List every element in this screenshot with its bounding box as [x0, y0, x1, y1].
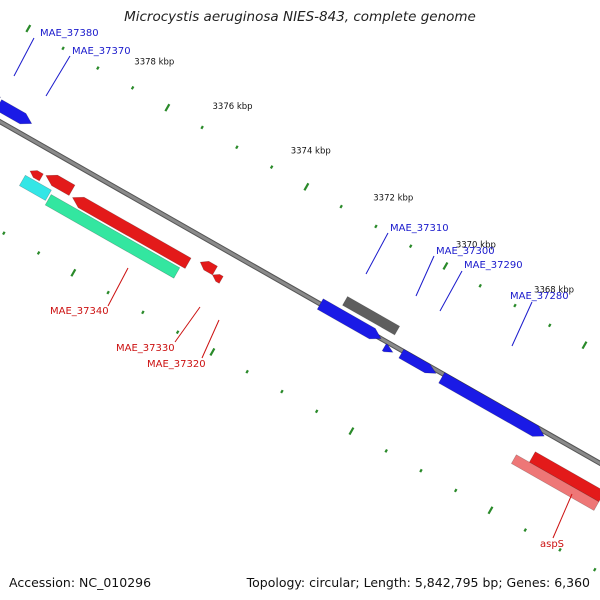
tick-label: 3370 kbp	[456, 241, 496, 251]
upper-tick-row-minor-tick	[269, 165, 274, 169]
lower-tick-row-minor-tick	[280, 389, 284, 394]
lower-tick-row-minor-tick	[593, 567, 597, 572]
gene-red-arrow	[29, 170, 44, 182]
gene-label: aspS	[540, 539, 564, 550]
gene-label-leader	[13, 37, 35, 77]
gene-red-arrow	[45, 174, 76, 196]
gene-label: MAE_37310	[390, 223, 449, 234]
map-title: Microcystis aeruginosa NIES-843, complet…	[124, 9, 476, 25]
upper-tick-row-minor-tick	[513, 303, 517, 308]
lower-tick-row-major-tick	[70, 268, 77, 277]
gene-gray-feature	[342, 296, 401, 336]
tick-label: 3368 kbp	[534, 285, 574, 295]
gene-label-leader	[201, 319, 220, 359]
gene-blue-arrow	[0, 99, 33, 125]
lower-tick-row-minor-tick	[314, 409, 319, 414]
tick-label: 3378 kbp	[134, 58, 174, 68]
upper-tick-row-major-tick	[25, 24, 32, 33]
genome-summary-text: Topology: circular; Length: 5,842,795 bp…	[246, 575, 590, 590]
upper-tick-row-major-tick	[581, 341, 588, 350]
gene-label-leader	[552, 493, 573, 539]
lower-tick-row-minor-tick	[141, 310, 145, 315]
gene-label-leader	[107, 267, 129, 307]
gene-label: MAE_37380	[40, 28, 99, 39]
upper-tick-row-minor-tick	[235, 145, 239, 150]
gene-label: MAE_37280	[510, 291, 569, 302]
gene-label: MAE_37370	[72, 46, 131, 57]
gene-label: MAE_37300	[436, 246, 495, 257]
upper-tick-row-major-tick	[442, 261, 449, 271]
gene-red-arrow	[71, 196, 192, 269]
lower-tick-row-minor-tick	[175, 330, 180, 335]
lower-tick-row-minor-tick	[558, 547, 562, 552]
backbone-outline	[0, 118, 600, 467]
gene-red-arrow	[199, 260, 218, 276]
gene-red-arrow	[212, 274, 224, 284]
upper-tick-row-minor-tick	[478, 283, 482, 288]
gene-label: MAE_37320	[147, 359, 206, 370]
tick-label: 3372 kbp	[373, 194, 413, 204]
upper-tick-row-minor-tick	[339, 204, 343, 209]
gene-label-leader	[174, 306, 201, 343]
upper-tick-row-minor-tick	[96, 66, 100, 71]
tick-label: 3374 kbp	[291, 147, 331, 157]
gene-label: MAE_37330	[116, 343, 175, 354]
upper-tick-row-minor-tick	[130, 85, 135, 90]
upper-tick-row-major-tick	[164, 103, 171, 112]
lower-tick-row-minor-tick	[523, 528, 527, 532]
lower-tick-row-minor-tick	[2, 231, 6, 236]
gene-blue-arrow	[316, 298, 382, 340]
lower-tick-row-major-tick	[348, 427, 355, 436]
upper-tick-row-minor-tick	[200, 125, 204, 130]
lower-tick-row-minor-tick	[419, 468, 423, 473]
lower-tick-row-minor-tick	[245, 369, 249, 374]
gene-label-leader	[365, 232, 389, 275]
backbone-line	[0, 119, 600, 466]
upper-tick-row-minor-tick	[61, 46, 65, 51]
upper-tick-row-minor-tick	[374, 224, 378, 229]
gene-label-leader	[439, 270, 463, 312]
gene-blue-arrow	[381, 343, 394, 353]
upper-tick-row-major-tick	[303, 182, 310, 191]
gene-pink-feature	[510, 454, 600, 511]
gene-green-feature	[44, 194, 181, 279]
lower-tick-row-minor-tick	[384, 448, 388, 453]
lower-tick-row-minor-tick	[106, 290, 110, 295]
gene-label: MAE_37290	[464, 260, 523, 271]
gene-label-leader	[415, 255, 435, 297]
upper-tick-row-minor-tick	[408, 244, 413, 249]
gene-cyan-feature	[18, 174, 52, 201]
accession-text: Accession: NC_010296	[9, 575, 152, 590]
gene-label: MAE_37340	[50, 306, 109, 317]
lower-tick-row-major-tick	[209, 347, 216, 356]
gene-blue-arrow	[398, 348, 437, 374]
upper-tick-row-minor-tick	[547, 323, 552, 328]
lower-tick-row-minor-tick	[453, 488, 458, 493]
tick-label: 3376 kbp	[213, 102, 253, 112]
lower-tick-row-major-tick	[487, 506, 494, 515]
gene-label-leader	[45, 55, 71, 97]
lower-tick-row-minor-tick	[36, 251, 41, 255]
gene-blue-arrow	[438, 372, 545, 437]
gene-label-leader	[511, 301, 533, 347]
